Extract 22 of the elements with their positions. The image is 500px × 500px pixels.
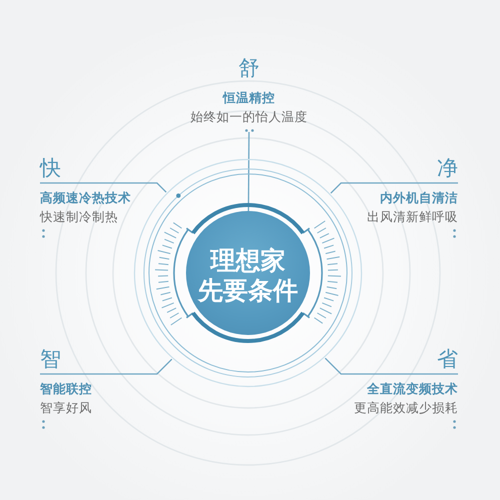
leader-line xyxy=(40,182,167,193)
description: 快速制冷制热 xyxy=(40,208,118,226)
subheading: 内外机自清洁 xyxy=(380,189,458,207)
description: 出风清新鲜呼吸 xyxy=(367,208,458,226)
center-circle xyxy=(186,211,310,335)
description: 智享好风 xyxy=(40,399,92,417)
leader-line xyxy=(324,358,458,375)
description: 始终如一的怡人温度 xyxy=(190,108,308,126)
heading: 快 xyxy=(40,156,61,180)
subheading: 高频速冷热技术 xyxy=(40,189,131,207)
heading: 净 xyxy=(437,156,458,180)
center-title: 理想家先要条件 xyxy=(197,246,299,306)
subheading: 全直流变频技术 xyxy=(367,380,458,398)
subheading: 恒温精控 xyxy=(223,89,275,107)
heading: 省 xyxy=(437,347,458,371)
heading: 舒 xyxy=(238,56,260,80)
subheading: 智能联控 xyxy=(40,380,92,398)
description: 更高能效减少损耗 xyxy=(354,399,458,417)
leader-line xyxy=(248,132,250,211)
leader-line xyxy=(40,358,172,375)
leader-line xyxy=(330,182,458,194)
heading: 智 xyxy=(40,347,61,371)
